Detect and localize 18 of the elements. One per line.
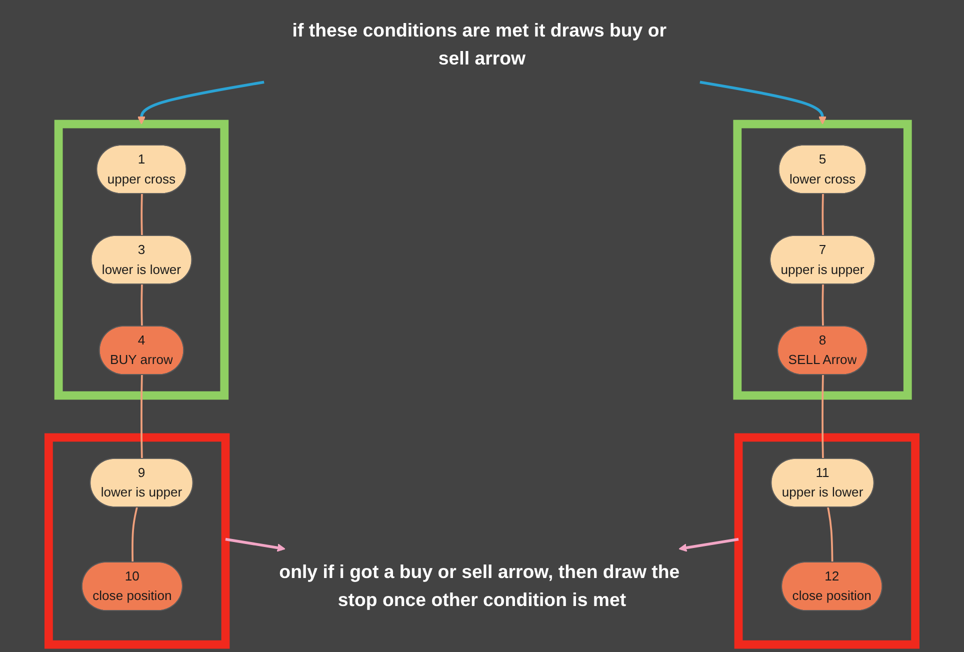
arrow <box>137 80 264 124</box>
connector <box>140 374 143 459</box>
connector <box>822 194 824 236</box>
connector <box>827 507 834 562</box>
node-text: if these conditions are met it draws buy or sell arrow <box>292 20 667 70</box>
cluster <box>733 120 912 400</box>
arrow <box>225 538 286 552</box>
connector <box>822 284 824 326</box>
connector <box>140 194 143 236</box>
connector <box>822 374 824 459</box>
arrow <box>700 80 827 124</box>
node-text: only if i got a buy or sell arrow, then draw the stop once other condition is met <box>279 562 680 610</box>
connector <box>140 284 143 326</box>
connector <box>132 507 138 562</box>
cluster <box>44 433 230 649</box>
arrow <box>678 538 739 552</box>
cluster <box>734 433 920 649</box>
cluster <box>54 120 229 400</box>
